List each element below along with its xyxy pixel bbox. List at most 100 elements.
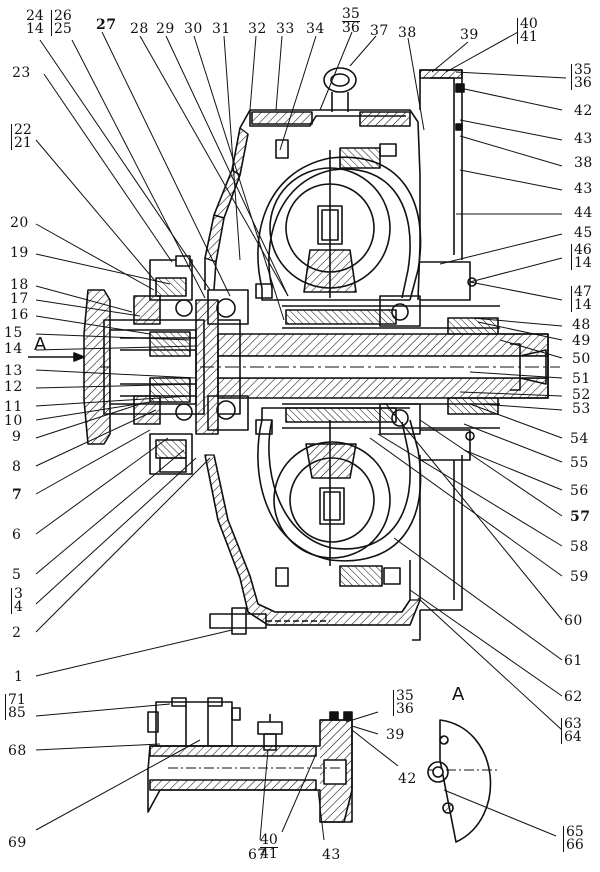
view-a-arrow [28, 352, 85, 362]
label-59: 59 [570, 569, 589, 585]
lower-bearing-cluster [133, 395, 273, 475]
label-28: 28 [130, 21, 149, 37]
label-33: 33 [276, 21, 295, 37]
label-27: 27 [96, 17, 117, 33]
label-6: 6 [12, 527, 22, 543]
label-48: 48 [572, 317, 591, 333]
label-56: 56 [570, 483, 589, 499]
label-40-41-bottom: 40 41 [260, 833, 278, 861]
label-3: 3 [14, 586, 23, 602]
label-29: 29 [156, 21, 175, 37]
label-40: 40 [520, 16, 538, 32]
label-39-top: 39 [460, 27, 479, 43]
label-32: 32 [248, 21, 267, 37]
main-housing [204, 69, 463, 641]
lift-eye [323, 67, 357, 112]
label-1: 1 [14, 669, 24, 685]
label-38-right: 38 [574, 155, 593, 171]
label-46: 46 [574, 242, 592, 258]
label-13: 13 [4, 363, 23, 379]
label-26: 26 [54, 8, 72, 24]
label-42-bottom: 42 [398, 771, 417, 787]
label-57: 57 [570, 509, 591, 525]
label-35-36-right: 35 36 [571, 62, 592, 90]
label-43b: 43 [574, 181, 593, 197]
label-58: 58 [570, 539, 589, 555]
label-11: 11 [4, 399, 23, 415]
label-45: 45 [574, 225, 593, 241]
label-25: 25 [54, 21, 72, 37]
label-15: 15 [4, 325, 23, 341]
label-39-bottom: 39 [386, 727, 405, 743]
label-68: 68 [8, 743, 27, 759]
label-55: 55 [570, 455, 589, 471]
label-43-bottom: 43 [322, 847, 341, 863]
label-85: 85 [8, 705, 26, 721]
label-43a: 43 [574, 131, 593, 147]
label-63-64: 63 64 [561, 717, 582, 745]
label-24: 24 [26, 8, 44, 24]
label-49: 49 [572, 333, 591, 349]
label-12: 12 [4, 379, 23, 395]
label-8: 8 [12, 459, 22, 475]
label-62: 62 [564, 689, 583, 705]
label-23: 23 [12, 65, 31, 81]
view-a-title: A [452, 684, 465, 705]
label-18: 18 [10, 277, 29, 293]
label-16: 16 [10, 307, 29, 323]
right-seal-area [379, 83, 499, 461]
label-9: 9 [12, 429, 22, 445]
leader-lines [35, 31, 567, 731]
label-40-41-top: 40 41 [517, 16, 538, 44]
label-38-top: 38 [398, 25, 417, 41]
label-7: 7 [12, 487, 23, 503]
label-4: 4 [14, 599, 23, 615]
label-35r: 35 [574, 62, 592, 78]
label-30: 30 [184, 21, 203, 37]
label-50: 50 [572, 351, 591, 367]
label-2: 2 [12, 625, 22, 641]
label-42: 42 [574, 103, 593, 119]
label-35: 35 [342, 6, 360, 22]
label-3-4: 3 4 [11, 586, 23, 615]
label-37: 37 [370, 23, 389, 39]
label-31: 31 [212, 21, 231, 37]
label-53: 53 [572, 401, 591, 417]
label-34: 34 [306, 21, 325, 37]
label-10: 10 [4, 413, 23, 429]
label-65-66: 65 66 [563, 824, 584, 852]
label-35-36-bottom: 35 36 [393, 689, 414, 717]
label-52: 52 [572, 387, 591, 403]
torus-upper [257, 150, 422, 301]
label-35-36-top: 35 36 [342, 6, 360, 36]
label-67: 67 [248, 847, 267, 863]
label-24-14: 24 14 [26, 8, 44, 37]
label-26-25: 26 25 [51, 8, 72, 37]
label-65: 65 [566, 824, 584, 840]
label-54: 54 [570, 431, 589, 447]
label-36b: 36 [396, 701, 414, 717]
torus-lower [257, 407, 422, 566]
bottom-detail-view [35, 697, 399, 841]
label-5: 5 [12, 567, 22, 583]
view-a-arrow-label: A [34, 334, 47, 355]
label-14: 14 [26, 21, 44, 37]
label-44: 44 [574, 205, 593, 221]
label-14r2: 14 [574, 297, 592, 313]
label-36: 36 [342, 20, 360, 36]
label-64: 64 [564, 729, 582, 745]
label-71-85: 71 85 [5, 692, 26, 721]
label-20: 20 [10, 215, 29, 231]
input-flange [83, 289, 241, 445]
view-a-detail [427, 719, 557, 843]
label-69: 69 [8, 835, 27, 851]
label-14: 14 [4, 341, 23, 357]
label-61: 61 [564, 653, 583, 669]
main-shaft [100, 305, 560, 429]
label-71: 71 [8, 692, 26, 708]
label-46-14: 46 14 [571, 242, 592, 270]
label-22: 22 [14, 122, 32, 138]
label-19: 19 [10, 245, 29, 261]
